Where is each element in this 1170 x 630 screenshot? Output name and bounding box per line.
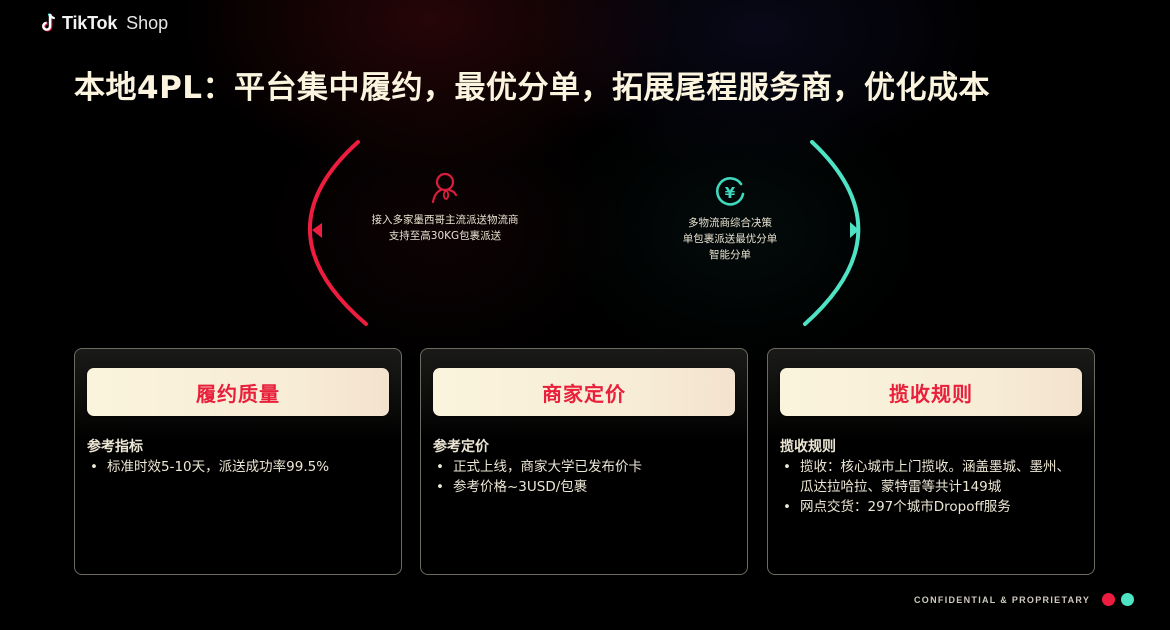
card-body: 参考定价 正式上线，商家大学已发布价卡 参考价格~3USD/包裹	[433, 437, 735, 497]
bullet-item: 正式上线，商家大学已发布价卡	[433, 457, 735, 477]
feature-text: 多物流商综合决策	[688, 217, 772, 229]
card-subtitle: 参考指标	[87, 439, 143, 455]
card-merchant-pricing: 商家定价 参考定价 正式上线，商家大学已发布价卡 参考价格~3USD/包裹	[420, 348, 748, 575]
feature-text: 单包裹派送最优分单	[682, 233, 778, 245]
card-header: 揽收规则	[780, 368, 1082, 416]
tiktok-note-icon	[42, 13, 55, 32]
bullet-item: 参考价格~3USD/包裹	[433, 477, 735, 497]
card-body: 揽收规则 揽收：核心城市上门揽收。涵盖墨城、墨州、瓜达拉哈拉、蒙特雷等共计149…	[780, 437, 1082, 517]
card-subtitle: 参考定价	[433, 439, 489, 455]
card-header-label: 履约质量	[196, 381, 280, 406]
teal-dot-icon	[1121, 593, 1135, 606]
feature-smart-routing: ¥ 多物流商综合决策 单包裹派送最优分单 智能分单	[640, 175, 820, 263]
card-pickup-rules: 揽收规则 揽收规则 揽收：核心城市上门揽收。涵盖墨城、墨州、瓜达拉哈拉、蒙特雷等…	[767, 348, 1095, 575]
person-network-icon	[431, 172, 458, 204]
feature-carriers: 接入多家墨西哥主流派送物流商 支持至高30KG包裹派送	[340, 170, 550, 244]
svg-text:¥: ¥	[725, 184, 736, 202]
footer: CONFIDENTIAL & PROPRIETARY	[914, 593, 1135, 606]
confidential-label: CONFIDENTIAL & PROPRIETARY	[914, 594, 1091, 605]
card-header-label: 揽收规则	[889, 381, 973, 406]
feature-text: 接入多家墨西哥主流派送物流商	[371, 214, 519, 226]
card-header: 商家定价	[433, 368, 735, 416]
bullet-item: 揽收：核心城市上门揽收。涵盖墨城、墨州、瓜达拉哈拉、蒙特雷等共计149城	[780, 457, 1082, 497]
logo-brand: TikTok	[62, 12, 118, 33]
bullet-list: 标准时效5-10天，派送成功率99.5%	[87, 457, 389, 477]
card-header-label: 商家定价	[542, 381, 626, 406]
logo-suffix: Shop	[126, 12, 169, 33]
page-title: 本地4PL：平台集中履约，最优分单，拓展尾程服务商，优化成本	[74, 70, 991, 106]
tiktok-shop-logo: TikTok Shop	[40, 11, 168, 35]
bullet-item: 网点交货：297个城市Dropoff服务	[780, 497, 1082, 517]
feature-text: 支持至高30KG包裹派送	[388, 230, 502, 242]
bullet-list: 揽收：核心城市上门揽收。涵盖墨城、墨州、瓜达拉哈拉、蒙特雷等共计149城 网点交…	[780, 457, 1082, 517]
bullet-item: 标准时效5-10天，派送成功率99.5%	[87, 457, 389, 477]
red-dot-icon	[1102, 593, 1116, 606]
card-body: 参考指标 标准时效5-10天，派送成功率99.5%	[87, 437, 389, 477]
bullet-list: 正式上线，商家大学已发布价卡 参考价格~3USD/包裹	[433, 457, 735, 497]
card-fulfillment-quality: 履约质量 参考指标 标准时效5-10天，派送成功率99.5%	[74, 348, 402, 575]
card-header: 履约质量	[87, 368, 389, 416]
yen-circle-icon: ¥	[715, 177, 745, 206]
card-subtitle: 揽收规则	[780, 439, 836, 455]
feature-text: 智能分单	[709, 249, 751, 261]
